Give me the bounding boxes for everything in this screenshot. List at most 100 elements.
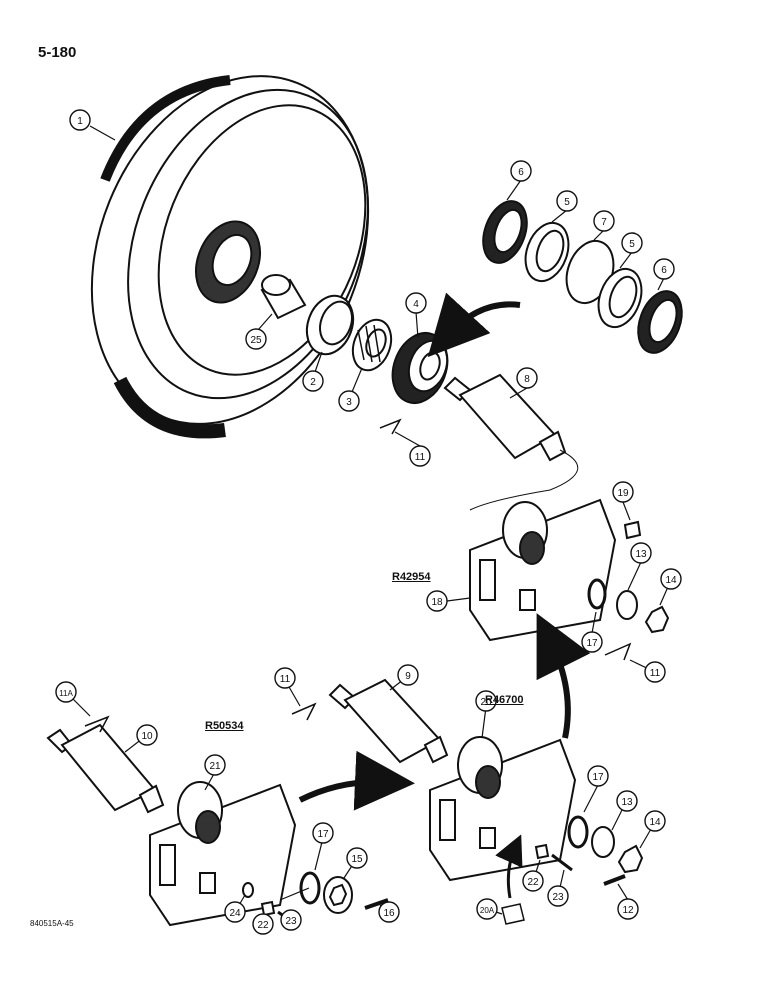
callout-circle xyxy=(204,754,226,776)
callout-c24: 24 xyxy=(224,901,246,923)
callout-circle xyxy=(346,847,368,869)
callout-circle xyxy=(405,292,427,314)
callout-c5b: 5 xyxy=(621,232,643,254)
callout-circle xyxy=(581,631,603,653)
callout-label: 8 xyxy=(524,374,530,385)
callout-circle xyxy=(476,898,498,920)
callout-label: 19 xyxy=(617,488,629,499)
callout-circle xyxy=(644,661,666,683)
seal-kit xyxy=(482,200,683,354)
callout-c15: 15 xyxy=(346,847,368,869)
bushing xyxy=(260,274,307,320)
washer-22-lower xyxy=(260,900,276,917)
callout-c1: 1 xyxy=(69,109,91,131)
assembly-arrow-3 xyxy=(495,834,523,899)
callout-c16: 16 xyxy=(378,901,400,923)
reference-label-r50534: R50534 xyxy=(205,720,244,732)
callout-c11b: 11 xyxy=(644,661,666,683)
callout-c22b: 22 xyxy=(522,870,544,892)
shaft-lower xyxy=(46,723,165,814)
callout-c14b: 14 xyxy=(644,810,666,832)
shaft-upper xyxy=(443,373,567,462)
callout-circle xyxy=(621,232,643,254)
callout-circle xyxy=(510,160,532,182)
o-ring-middle xyxy=(567,815,589,849)
callout-label: 14 xyxy=(649,817,661,828)
callout-circle xyxy=(516,367,538,389)
cotter-pin-middle xyxy=(291,702,317,721)
callout-circle xyxy=(556,190,578,212)
callout-c23a: 23 xyxy=(280,909,302,931)
callout-c14a: 14 xyxy=(660,568,682,590)
callout-c13b: 13 xyxy=(616,790,638,812)
callout-label: 23 xyxy=(285,916,297,927)
callout-circle xyxy=(593,210,615,232)
callout-c18: 18 xyxy=(426,590,448,612)
callout-c4: 4 xyxy=(405,292,427,314)
callout-c20: 20 xyxy=(475,690,497,712)
callout-c11A: 11A xyxy=(55,681,77,703)
callout-circle xyxy=(55,681,77,703)
callout-label: 5 xyxy=(564,197,570,208)
washer-22-middle xyxy=(534,843,550,860)
callout-circle xyxy=(280,909,302,931)
callout-c21: 21 xyxy=(204,754,226,776)
cotter-pin-right xyxy=(604,642,632,661)
bracket-r46700 xyxy=(429,736,577,882)
callout-circle xyxy=(224,901,246,923)
o-ring-lower xyxy=(299,871,321,905)
callout-circle xyxy=(617,898,639,920)
callout-c8: 8 xyxy=(516,367,538,389)
o-ring-upper xyxy=(587,578,607,610)
callout-label: 4 xyxy=(413,299,419,310)
callout-label: 6 xyxy=(661,265,667,276)
callout-c23b: 23 xyxy=(547,885,569,907)
callout-c25: 25 xyxy=(245,328,267,350)
idler-wheel xyxy=(90,75,370,439)
shim-20A xyxy=(501,903,525,925)
bracket-r42954 xyxy=(469,498,617,642)
callout-label: 11 xyxy=(415,452,426,463)
roll-pin-lower xyxy=(364,898,389,910)
callout-label: 3 xyxy=(346,397,352,408)
nut-upper xyxy=(644,605,670,634)
callout-circle xyxy=(136,724,158,746)
callout-label: 5 xyxy=(629,239,635,250)
callout-c17c: 17 xyxy=(312,822,334,844)
roll-pin-middle xyxy=(603,874,626,886)
assembly-arrow-1 xyxy=(427,292,521,358)
callout-label: 11A xyxy=(59,689,73,698)
fitting xyxy=(623,520,642,540)
seal-assembly xyxy=(391,332,449,404)
callout-label: 22 xyxy=(527,877,539,888)
callout-label: 11 xyxy=(280,674,291,685)
callout-c6a: 6 xyxy=(510,160,532,182)
callout-label: 11 xyxy=(650,668,661,679)
callout-label: 2 xyxy=(310,377,316,388)
callout-c10: 10 xyxy=(136,724,158,746)
bearing-cone xyxy=(351,318,393,372)
callout-circle xyxy=(653,258,675,280)
callout-label: 6 xyxy=(518,167,524,178)
callout-c6b: 6 xyxy=(653,258,675,280)
washer-24 xyxy=(242,882,254,898)
callout-label: 16 xyxy=(383,908,395,919)
callout-label: 10 xyxy=(141,731,153,742)
callout-label: 13 xyxy=(635,549,647,560)
callout-circle xyxy=(644,810,666,832)
shaft-middle xyxy=(328,678,449,764)
cotter-pin-lower xyxy=(84,715,110,733)
callout-label: 17 xyxy=(592,772,604,783)
callout-circle xyxy=(252,913,274,935)
cotter-pin-upper xyxy=(379,418,402,435)
callout-c17b: 17 xyxy=(587,765,609,787)
callout-c5a: 5 xyxy=(556,190,578,212)
callout-circle xyxy=(547,885,569,907)
callout-circle xyxy=(630,542,652,564)
callout-circle xyxy=(612,481,634,503)
callout-c9: 9 xyxy=(397,664,419,686)
callout-label: 24 xyxy=(229,908,241,919)
callout-label: 17 xyxy=(586,638,598,649)
callout-circle xyxy=(302,370,324,392)
